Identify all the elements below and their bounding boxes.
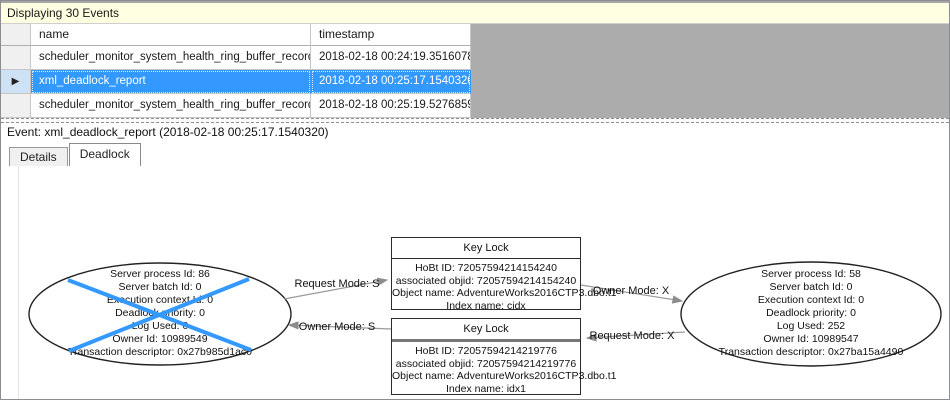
proc-line: Owner Id: 10989549 <box>112 333 208 345</box>
events-count-bar: Displaying 30 Events <box>1 1 949 24</box>
events-count-text: Displaying 30 Events <box>7 6 120 20</box>
grid-header-row: name timestamp <box>1 24 949 46</box>
resource-line: Object name: AdventureWorks2016CTP3.dbo.… <box>392 287 617 299</box>
event-name-cell[interactable]: scheduler_monitor_system_health_ring_buf… <box>31 46 311 70</box>
resource-line: Index name: idx1 <box>446 382 526 395</box>
proc-line: Transaction descriptor: 0x27ba15a4490 <box>718 346 904 358</box>
current-row-arrow-icon: ▶ <box>11 76 20 87</box>
resource-node-keylock-idx1[interactable]: Key Lock HoBt ID: 72057594214219776 asso… <box>391 318 617 395</box>
row-selector-header <box>1 24 31 46</box>
resource-line: Object name: AdventureWorks2016CTP3.dbo.… <box>392 370 617 382</box>
process-ellipse-survivor[interactable] <box>680 261 942 367</box>
proc-line: Server process Id: 58 <box>761 268 861 280</box>
row-selector-cell[interactable]: ▶ <box>1 70 31 94</box>
resource-line: associated objid: 72057594214154240 <box>395 274 577 287</box>
proc-line: Transaction descriptor: 0x27b985d1ac0 <box>67 346 253 358</box>
resource-node-keylock-cidx[interactable]: Key Lock HoBt ID: 72057594214154240 asso… <box>391 237 617 312</box>
process-node-victim[interactable]: Server process Id: 86 Server batch Id: 0… <box>30 268 290 359</box>
edge-owner-x-arrow <box>580 284 684 304</box>
edge-label-request-mode-s: Request Mode: S <box>294 278 380 290</box>
horizontal-splitter[interactable] <box>1 118 949 123</box>
proc-line: Deadlock priority: 0 <box>115 307 205 319</box>
table-row[interactable]: scheduler_monitor_system_health_ring_buf… <box>1 94 949 118</box>
edge-label-request-mode-x: Request Mode: X <box>589 330 675 342</box>
event-timestamp-cell[interactable]: 2018-02-18 00:25:17.1540320 <box>311 70 471 94</box>
edge-request-x-arrow <box>585 331 686 342</box>
proc-line: Deadlock priority: 0 <box>766 307 856 319</box>
proc-line: Log Used: 0 <box>131 320 189 332</box>
resource-line: HoBt ID: 72057594214154240 <box>415 262 557 274</box>
resource-line: associated objid: 72057594214219776 <box>395 357 577 370</box>
tab-deadlock[interactable]: Deadlock <box>68 143 141 166</box>
resource-title: Key Lock <box>392 319 580 342</box>
event-name-cell[interactable]: scheduler_monitor_system_health_ring_buf… <box>31 94 311 118</box>
selected-event-bar: Event: xml_deadlock_report (2018-02-18 0… <box>1 123 949 143</box>
resource-line: HoBt ID: 72057594214219776 <box>415 345 557 357</box>
row-selector-cell[interactable] <box>1 46 31 70</box>
selected-event-label: Event: xml_deadlock_report (2018-02-18 0… <box>7 125 329 139</box>
edge-label-owner-mode-x: Owner Mode: X <box>592 285 670 297</box>
proc-line: Execution context Id: 0 <box>757 294 865 306</box>
event-timestamp-cell[interactable]: 2018-02-18 00:25:19.5276859 <box>311 94 471 118</box>
resource-title: Key Lock <box>392 238 580 259</box>
deadlock-graph-pane[interactable]: Server process Id: 86 Server batch Id: 0… <box>1 166 949 399</box>
event-name-cell[interactable]: xml_deadlock_report <box>31 70 311 94</box>
proc-line: Server process Id: 86 <box>110 268 210 280</box>
proc-line: Owner Id: 10989547 <box>763 333 859 345</box>
edge-owner-s-arrow <box>287 321 392 330</box>
event-timestamp-cell[interactable]: 2018-02-18 00:24:19.3516078 <box>311 46 471 70</box>
table-row-selected[interactable]: ▶ xml_deadlock_report 2018-02-18 00:25:1… <box>1 70 949 94</box>
pane-inset-border <box>18 166 19 399</box>
process-node-survivor[interactable]: Server process Id: 58 Server batch Id: 0… <box>681 268 941 359</box>
tab-details[interactable]: Details <box>9 147 68 166</box>
table-row[interactable]: scheduler_monitor_system_health_ring_buf… <box>1 46 949 70</box>
proc-line: Log Used: 252 <box>776 320 846 332</box>
column-header-timestamp[interactable]: timestamp <box>311 24 471 46</box>
proc-line: Execution context Id: 0 <box>106 294 214 306</box>
edge-request-s-arrow <box>283 277 389 300</box>
events-grid: name timestamp scheduler_monitor_system_… <box>1 24 949 118</box>
column-header-name[interactable]: name <box>31 24 311 46</box>
resource-line: Index name: cidx <box>446 299 526 312</box>
row-selector-cell[interactable] <box>1 94 31 118</box>
detail-tab-strip: Details Deadlock <box>1 143 949 166</box>
proc-line: Server batch Id: 0 <box>769 281 853 293</box>
edge-label-owner-mode-s: Owner Mode: S <box>298 321 376 333</box>
proc-line: Server batch Id: 0 <box>118 281 202 293</box>
